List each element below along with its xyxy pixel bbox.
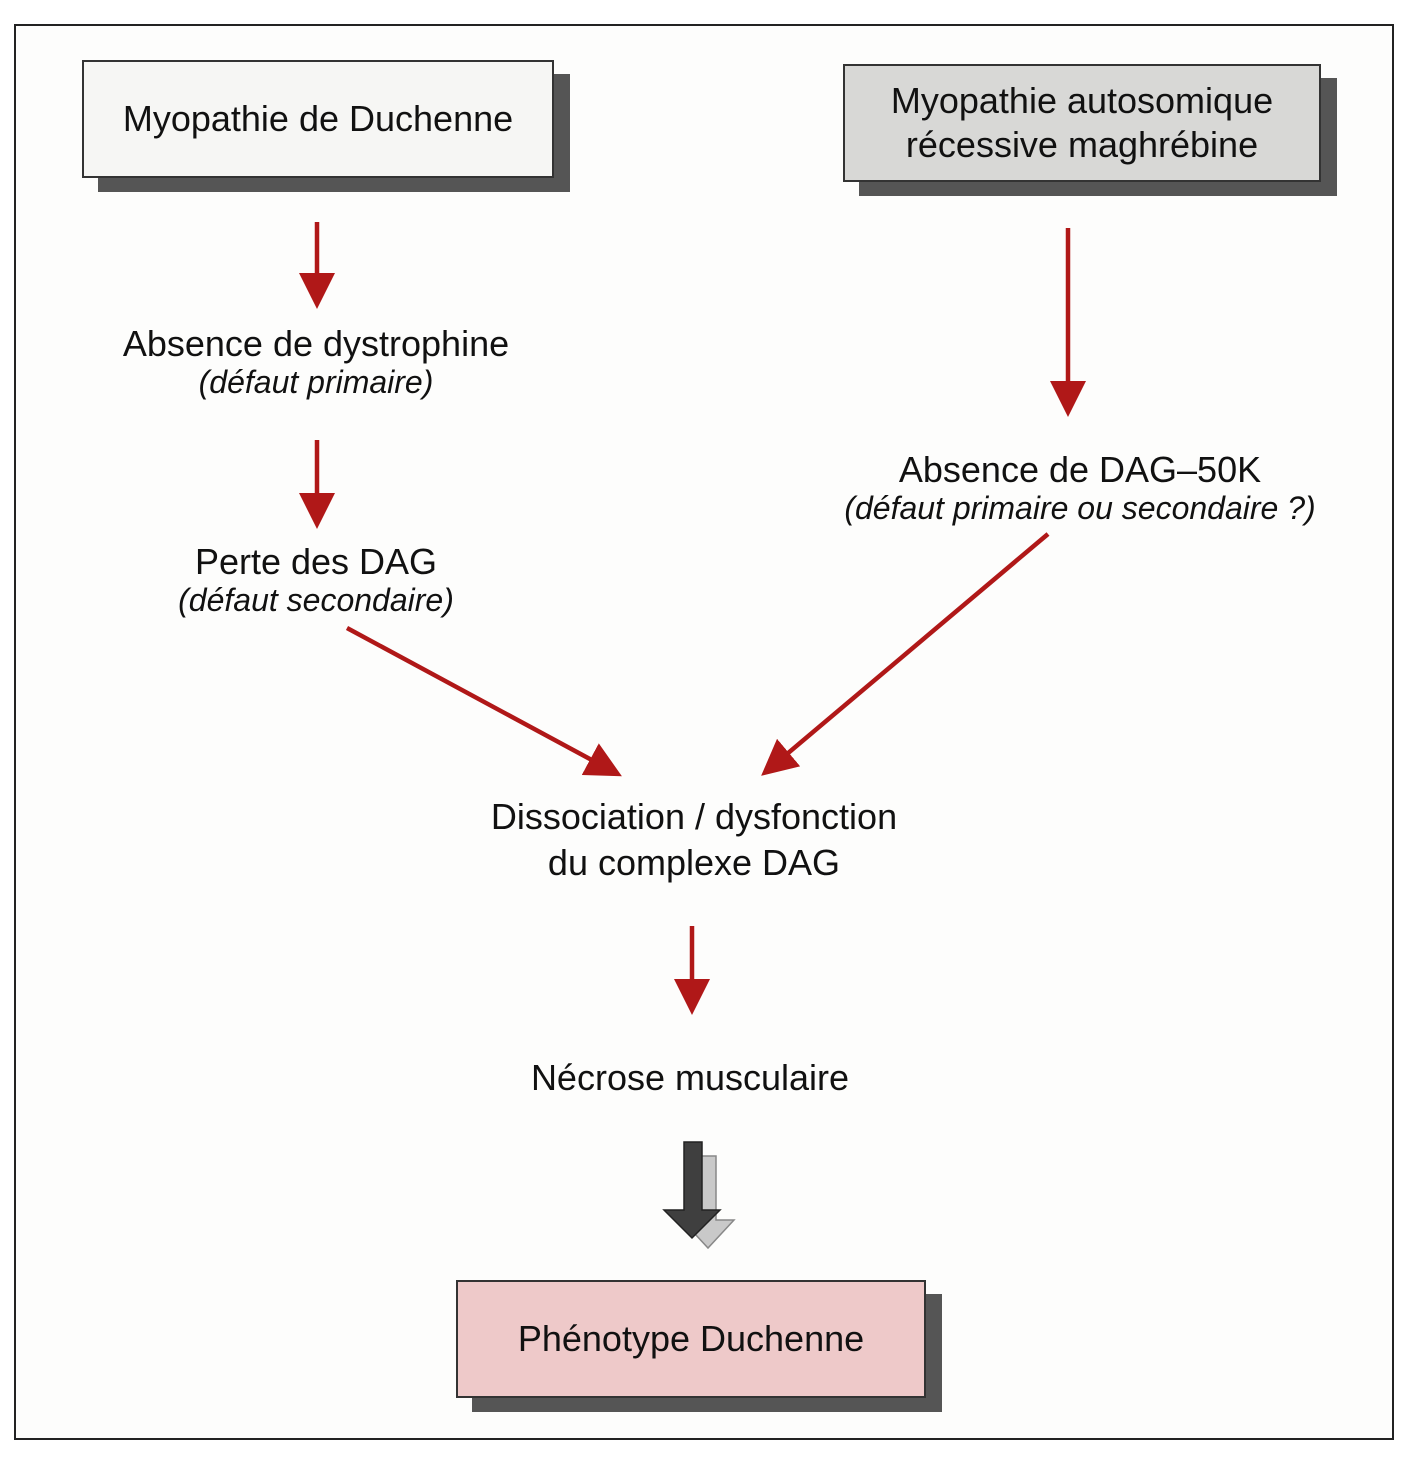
dystrophin-absence-label: Absence de dystrophine: [122, 323, 510, 364]
dag50k-absence-label: Absence de DAG–50K: [898, 449, 1262, 490]
dag-loss-node: Perte des DAG (défaut secondaire): [116, 541, 516, 619]
secondary-defect-note: (défaut secondaire): [178, 582, 454, 618]
maghrebine-box: Myopathie autosomique récessive maghrébi…: [843, 64, 1321, 182]
dystrophin-absence-node: Absence de dystrophine (défaut primaire): [96, 323, 536, 401]
dag50k-absence-node: Absence de DAG–50K (défaut primaire ou s…: [820, 449, 1340, 527]
arrow-dag50k-to-dissociation: [761, 532, 1050, 776]
primary-or-secondary-note: (défaut primaire ou secondaire ?): [844, 490, 1316, 526]
necrosis-label: Nécrose musculaire: [530, 1057, 850, 1098]
dissociation-label-line1: Dissociation / dysfonction: [490, 796, 898, 837]
red-arrows: [299, 222, 1086, 1015]
arrow-dag-to-dissociation: [345, 626, 622, 777]
block-arrow-icon: [662, 1141, 736, 1250]
dissociation-label-line2: du complexe DAG: [547, 842, 841, 883]
dag-loss-label: Perte des DAG: [194, 541, 438, 582]
necrosis-node: Nécrose musculaire: [470, 1058, 910, 1098]
phenotype-box: Phénotype Duchenne: [456, 1280, 926, 1398]
duchenne-box: Myopathie de Duchenne: [82, 60, 554, 178]
primary-defect-note: (défaut primaire): [198, 364, 434, 400]
complex-dissociation-node: Dissociation / dysfonction du complexe D…: [454, 794, 934, 886]
maghrebine-label-line1: Myopathie autosomique: [890, 80, 1274, 121]
maghrebine-label-line2: récessive maghrébine: [905, 124, 1259, 165]
phenotype-label: Phénotype Duchenne: [517, 1318, 865, 1359]
duchenne-label: Myopathie de Duchenne: [122, 98, 514, 139]
